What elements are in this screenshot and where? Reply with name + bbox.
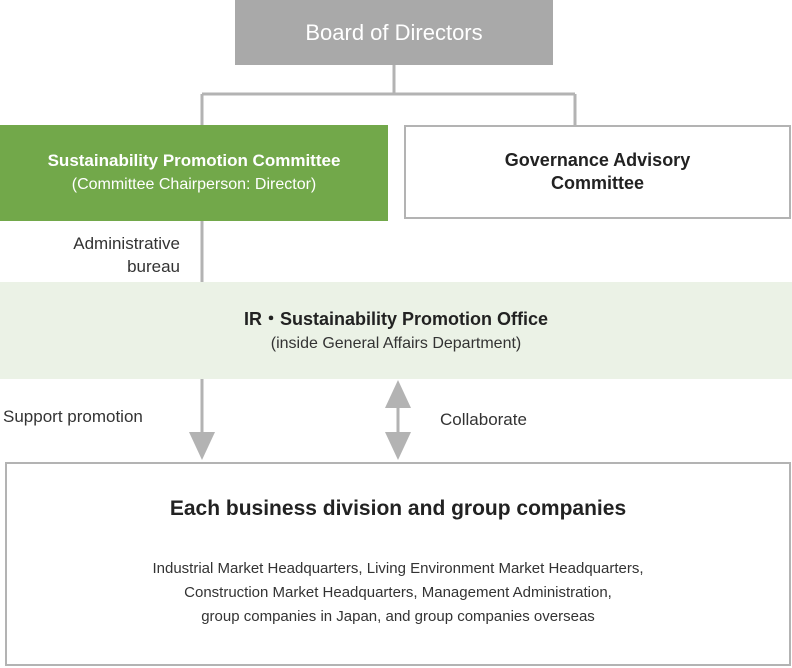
board-of-directors-box: Board of Directors: [235, 0, 553, 65]
sustainability-committee-subtitle: (Committee Chairperson: Director): [71, 176, 317, 193]
administrative-bureau-line2: bureau: [127, 257, 180, 276]
support-arrow-head: [189, 432, 215, 460]
collaborate-arrow-head-up: [385, 380, 411, 408]
ir-office-box: IR・Sustainability Promotion Office (insi…: [0, 282, 792, 379]
board-of-directors-label: Board of Directors: [305, 19, 483, 45]
business-divisions-line: group companies in Japan, and group comp…: [201, 608, 595, 625]
administrative-bureau-line1: Administrative: [73, 234, 180, 253]
governance-committee-line1: Governance Advisory: [504, 150, 691, 170]
ir-office-title: IR・Sustainability Promotion Office: [243, 308, 549, 329]
business-divisions-line: Construction Market Headquarters, Manage…: [184, 584, 612, 601]
governance-committee-box: Governance Advisory Committee: [404, 125, 791, 219]
collaborate-arrow-head-down: [385, 432, 411, 460]
collaborate-label: Collaborate: [440, 410, 527, 429]
governance-committee-line2: Committee: [550, 173, 644, 193]
business-divisions-line: Industrial Market Headquarters, Living E…: [152, 560, 644, 577]
sustainability-committee-box: Sustainability Promotion Committee (Comm…: [0, 125, 388, 221]
sustainability-committee-title: Sustainability Promotion Committee: [47, 151, 341, 170]
business-divisions-description: Industrial Market Headquarters, Living E…: [7, 557, 789, 629]
business-divisions-box: Each business division and group compani…: [5, 462, 791, 666]
support-promotion-label: Support promotion: [3, 407, 143, 426]
ir-office-subtitle: (inside General Affairs Department): [270, 334, 522, 352]
business-divisions-title: Each business division and group compani…: [169, 497, 627, 520]
administrative-bureau-label: Administrative bureau: [30, 232, 180, 278]
